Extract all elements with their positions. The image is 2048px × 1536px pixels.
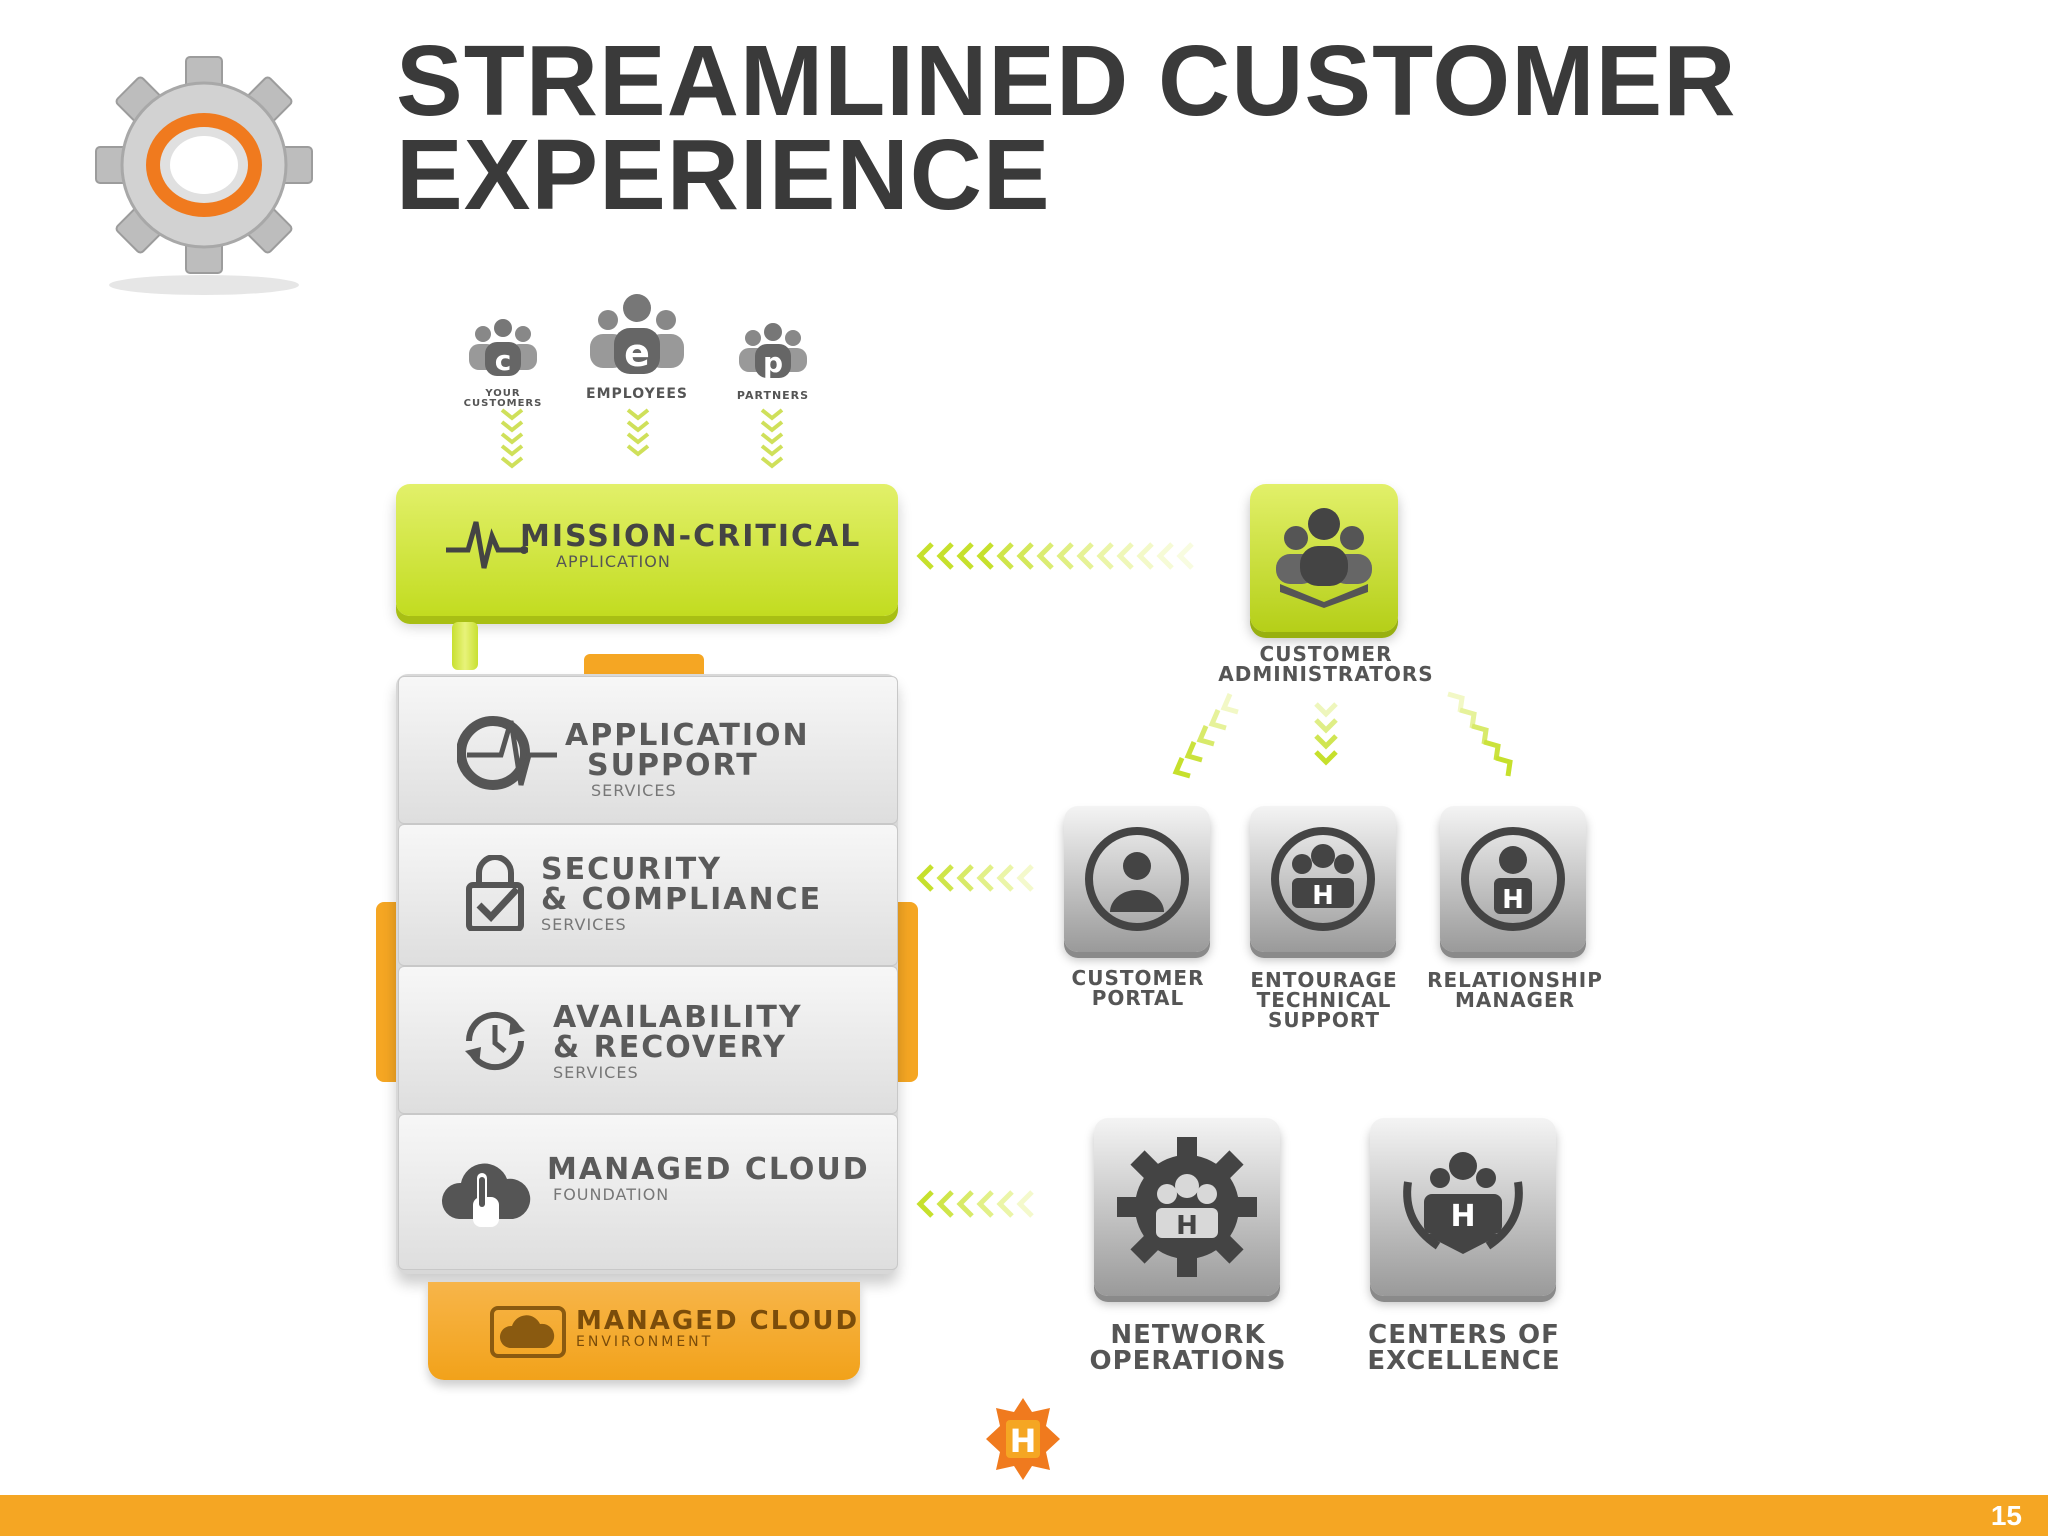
tile-relationship-manager: H — [1440, 806, 1586, 952]
h-logo-icon: H — [986, 1398, 1060, 1480]
layer-managed-cloud-foundation: MANAGED CLOUD FOUNDATION — [398, 1114, 898, 1270]
gear-icon — [95, 56, 313, 295]
layer-3-title-b: & RECOVERY — [553, 1030, 787, 1065]
down-arrows — [500, 408, 784, 469]
footer-bar — [0, 1495, 2048, 1536]
stake-label-2: EMPLOYEES — [586, 386, 688, 402]
layer-4-subtitle: FOUNDATION — [553, 1185, 670, 1204]
support-team-icon: H — [1271, 827, 1375, 931]
label-customer-portal: CUSTOMER PORTAL — [1050, 968, 1226, 1008]
environment-subtitle: ENVIRONMENT — [576, 1334, 714, 1350]
tile-network-operations: H — [1094, 1118, 1280, 1296]
cloud-hand-icon — [490, 1306, 566, 1358]
layer-2-title-b: & COMPLIANCE — [541, 882, 823, 917]
managed-cloud-environment: MANAGED CLOUD ENVIRONMENT — [428, 1282, 860, 1380]
stake-label-1a: YOUR — [485, 388, 521, 399]
svg-text:H: H — [1450, 1199, 1475, 1234]
layer-1-title-a: APPLICATION — [565, 718, 810, 753]
admins-line-1: CUSTOMER — [1259, 642, 1393, 666]
layer-2-title-a: SECURITY — [541, 852, 722, 887]
svg-text:H: H — [1010, 1422, 1037, 1460]
customer-admins-label: CUSTOMER ADMINISTRATORS — [1196, 644, 1456, 684]
laurel-team-icon: H — [1403, 1152, 1523, 1254]
entourage-line-1: ENTOURAGE — [1250, 968, 1398, 992]
label-entourage: ENTOURAGE TECHNICAL SUPPORT — [1236, 970, 1412, 1030]
customer-admins-tile — [1250, 484, 1398, 632]
heartbeat-icon — [446, 521, 528, 569]
network-line-2: OPERATIONS — [1089, 1346, 1287, 1376]
admins-line-2: ADMINISTRATORS — [1218, 662, 1434, 686]
tile-centers-of-excellence: H — [1370, 1118, 1556, 1296]
entourage-line-2: TECHNICAL — [1256, 988, 1392, 1012]
svg-text:e: e — [624, 331, 650, 375]
cloud-hand-icon — [441, 1163, 531, 1227]
title-line-1: STREAMLINED CUSTOMER — [396, 25, 1737, 137]
mission-subtitle: APPLICATION — [556, 552, 671, 571]
svg-text:H: H — [1176, 1211, 1198, 1241]
refresh-clock-icon — [465, 1011, 525, 1071]
svg-text:c: c — [495, 344, 512, 377]
stake-label-3: PARTNERS — [736, 389, 810, 402]
arrows-to-mission — [916, 542, 1194, 570]
portal-line-2: PORTAL — [1091, 986, 1185, 1010]
layer-application-support: APPLICATION SUPPORT SERVICES — [398, 676, 898, 824]
gear-team-icon: H — [1117, 1137, 1257, 1277]
relationship-line-2: MANAGER — [1454, 988, 1576, 1012]
layer-security-compliance: SECURITY & COMPLIANCE SERVICES — [398, 824, 898, 966]
stakeholder-partners: p PARTNERS — [708, 322, 838, 403]
relationship-line-1: RELATIONSHIP — [1427, 968, 1603, 992]
portal-line-1: CUSTOMER — [1071, 966, 1205, 990]
admin-branch-arrows — [1172, 691, 1513, 779]
arrows-to-foundation — [916, 1190, 1034, 1218]
layer-3-title-a: AVAILABILITY — [553, 1000, 803, 1035]
arrows-to-security — [916, 864, 1034, 892]
people-group-icon: c — [469, 319, 537, 377]
people-group-icon: e — [590, 294, 684, 375]
people-group-icon: p — [739, 323, 807, 379]
manager-icon: H — [1461, 827, 1565, 931]
environment-title: MANAGED CLOUD — [576, 1306, 860, 1336]
stake-label-1b: CUSTOMERS — [463, 398, 543, 409]
label-centers-of-excellence: CENTERS OF EXCELLENCE — [1346, 1322, 1582, 1374]
svg-text:H: H — [1312, 881, 1334, 911]
heartbeat-icon — [457, 716, 557, 790]
mission-critical-bar: MISSION-CRITICAL APPLICATION — [396, 484, 898, 616]
layer-1-title-b: SUPPORT — [587, 748, 759, 783]
tile-customer-portal — [1064, 806, 1210, 952]
tile-entourage-support: H — [1250, 806, 1396, 952]
network-line-1: NETWORK — [1110, 1320, 1266, 1350]
svg-text:H: H — [1502, 885, 1524, 915]
layer-3-subtitle: SERVICES — [553, 1063, 639, 1082]
page-title: STREAMLINED CUSTOMER EXPERIENCE — [396, 25, 1737, 231]
portal-icon — [1085, 827, 1189, 931]
lock-check-icon — [466, 855, 524, 931]
title-line-2: EXPERIENCE — [396, 119, 1051, 231]
centers-line-2: EXCELLENCE — [1367, 1346, 1561, 1376]
entourage-line-3: SUPPORT — [1267, 1008, 1381, 1032]
page-number: 15 — [1990, 1500, 2022, 1531]
layer-availability-recovery: AVAILABILITY & RECOVERY SERVICES — [398, 966, 898, 1114]
label-relationship: RELATIONSHIP MANAGER — [1420, 970, 1610, 1010]
label-network-operations: NETWORK OPERATIONS — [1070, 1322, 1306, 1374]
stakeholder-employees: e EMPLOYEES — [572, 292, 702, 401]
people-group-icon — [1276, 508, 1372, 608]
centers-line-1: CENTERS OF — [1368, 1320, 1560, 1350]
layer-1-subtitle: SERVICES — [591, 781, 677, 800]
mission-title: MISSION-CRITICAL — [520, 519, 862, 554]
connector-peg — [452, 622, 478, 670]
layer-2-subtitle: SERVICES — [541, 915, 627, 934]
svg-text:p: p — [763, 346, 783, 379]
layer-4-title: MANAGED CLOUD — [547, 1152, 870, 1187]
